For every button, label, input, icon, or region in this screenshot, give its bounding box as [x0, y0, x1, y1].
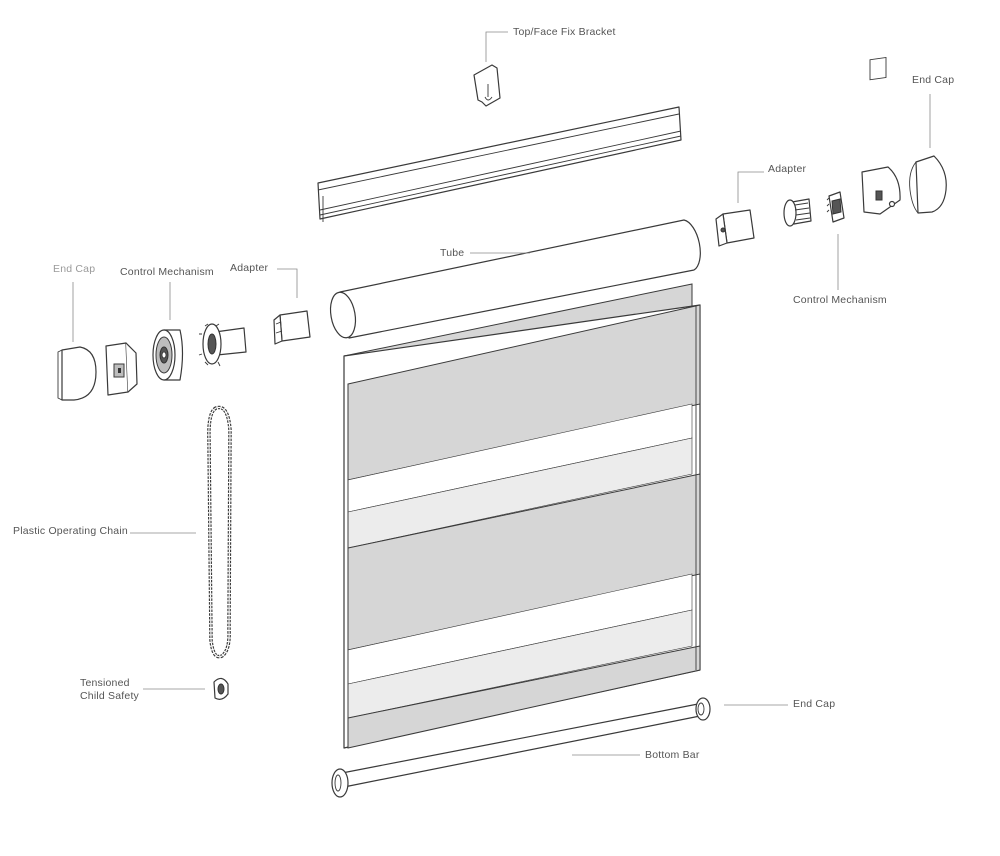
bracket-left — [105, 342, 138, 396]
label-end-cap-right: End Cap — [912, 74, 955, 86]
top-face-fix-bracket — [473, 64, 501, 107]
label-tube: Tube — [440, 247, 465, 259]
label-adapter-right: Adapter — [768, 163, 807, 175]
end-cap-left — [57, 346, 97, 401]
label-bottom-bar: Bottom Bar — [645, 749, 700, 761]
end-cap-right — [909, 155, 947, 214]
label-control-mechanism-right: Control Mechanism — [793, 294, 887, 306]
label-plastic-operating-chain: Plastic Operating Chain — [13, 525, 128, 537]
bottom-bar — [331, 697, 711, 798]
tensioned-child-safety — [213, 677, 229, 700]
label-adapter-left: Adapter — [230, 262, 269, 274]
label-tensioned-child-safety-line2: Child Safety — [80, 690, 140, 702]
bracket-right — [861, 56, 901, 215]
leader-lines — [72, 31, 931, 756]
tube — [329, 219, 701, 339]
blind-fabric — [343, 283, 701, 749]
label-end-cap-bottom: End Cap — [793, 698, 836, 710]
sprocket-right — [783, 198, 812, 227]
control-mechanism-right — [826, 191, 845, 223]
adapter-right — [715, 209, 755, 247]
control-mechanism-left — [152, 329, 184, 381]
sprocket-left — [198, 323, 247, 367]
plastic-operating-chain — [207, 405, 232, 659]
label-tensioned-child-safety-line1: Tensioned — [80, 677, 130, 689]
headrail — [317, 106, 682, 222]
adapter-left — [273, 310, 311, 345]
label-control-mechanism-left: Control Mechanism — [120, 266, 214, 278]
label-top-face-fix-bracket: Top/Face Fix Bracket — [513, 26, 616, 38]
label-end-cap-left: End Cap — [53, 263, 96, 275]
